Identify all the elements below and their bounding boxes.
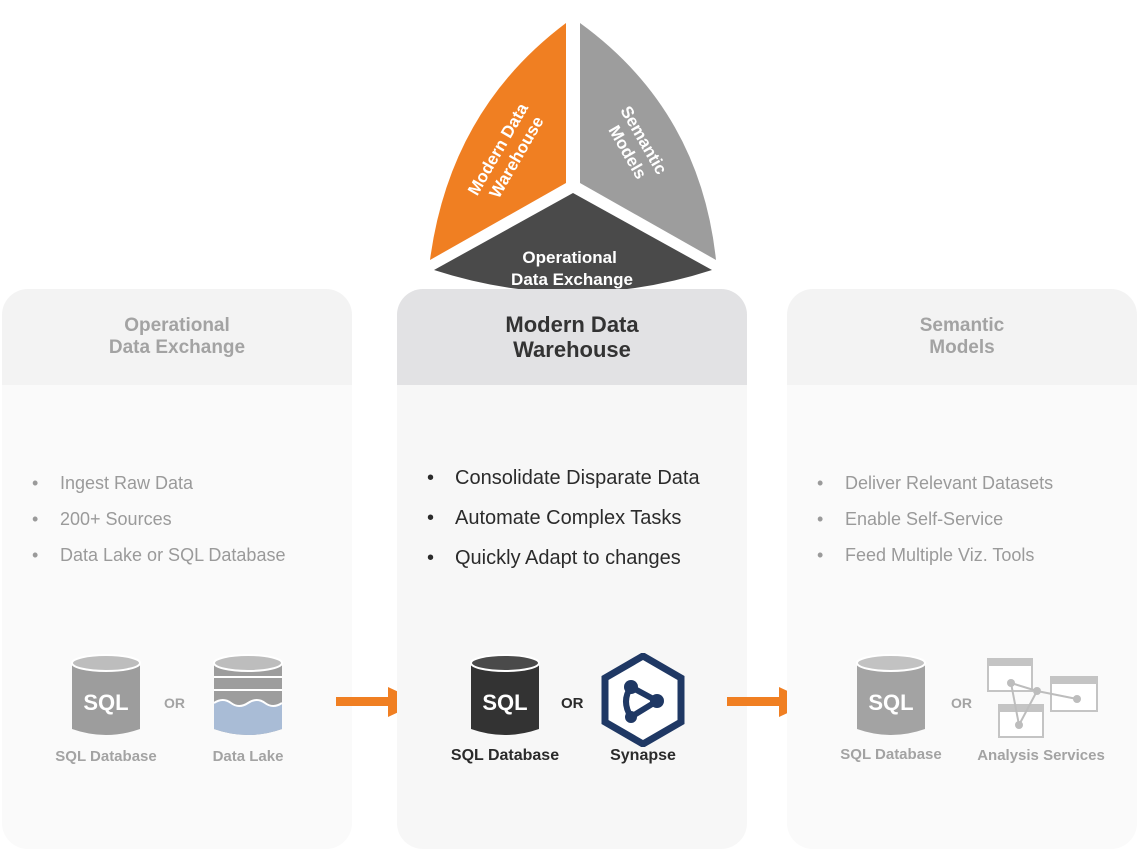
card-title: Operational Data Exchange [108, 315, 246, 358]
card-header: Modern Data Warehouse [397, 289, 747, 385]
bullet-item: Deliver Relevant Datasets [817, 473, 1053, 494]
card-semantic-models: Semantic Models Deliver Relevant Dataset… [787, 289, 1137, 849]
bullet-item: Enable Self-Service [817, 509, 1053, 530]
analysis-services-icon [987, 658, 1098, 738]
data-lake-icon [213, 654, 283, 735]
bullet-item: Consolidate Disparate Data [427, 467, 700, 490]
sql-database-label: SQL Database [450, 747, 560, 764]
bullet-item: Automate Complex Tasks [427, 507, 700, 530]
or-label: OR [561, 695, 584, 712]
triad-ode-line1: Operational [522, 248, 616, 267]
triad-diagram: Modern Data Warehouse Semantic Models Op… [430, 23, 716, 293]
bullet-item: 200+ Sources [32, 509, 285, 530]
sql-icon-label: SQL [482, 690, 527, 715]
card-modern-data-warehouse: Modern Data Warehouse Consolidate Dispar… [397, 289, 747, 849]
triad-segment-modern-data-warehouse [430, 23, 566, 260]
analysis-services-label: Analysis Services [977, 747, 1105, 764]
bullet-list: Ingest Raw Data 200+ Sources Data Lake o… [32, 473, 285, 581]
data-lake-label: Data Lake [212, 748, 284, 765]
synapse-icon [601, 653, 685, 747]
card-title: Semantic Models [919, 315, 1005, 358]
triad-ode-line2: Data Exchange [511, 270, 633, 289]
bullet-item: Ingest Raw Data [32, 473, 285, 494]
bullet-item: Feed Multiple Viz. Tools [817, 545, 1053, 566]
sql-database-icon: SQL [856, 654, 926, 735]
or-label: OR [951, 695, 972, 711]
card-operational-data-exchange: Operational Data Exchange Ingest Raw Dat… [2, 289, 352, 849]
triad-label-operational-data-exchange: Operational Data Exchange [511, 248, 633, 289]
bullet-list: Consolidate Disparate Data Automate Comp… [427, 467, 700, 587]
card-header: Operational Data Exchange [2, 289, 352, 385]
card-header: Semantic Models [787, 289, 1137, 385]
synapse-label: Synapse [610, 747, 676, 764]
bullet-item: Data Lake or SQL Database [32, 545, 285, 566]
sql-icon-label: SQL [868, 690, 913, 715]
sql-database-label: SQL Database [55, 748, 157, 765]
sql-database-icon: SQL [71, 654, 141, 735]
sql-icon-label: SQL [83, 690, 128, 715]
bullet-item: Quickly Adapt to changes [427, 547, 700, 570]
sql-database-icon: SQL [470, 654, 540, 735]
bullet-list: Deliver Relevant Datasets Enable Self-Se… [817, 473, 1053, 581]
sql-database-label: SQL Database [840, 746, 942, 763]
triad-segment-semantic-models [580, 23, 716, 260]
or-label: OR [164, 695, 185, 711]
triad-segment-operational-data-exchange [434, 193, 712, 293]
card-title: Modern Data Warehouse [505, 311, 639, 362]
